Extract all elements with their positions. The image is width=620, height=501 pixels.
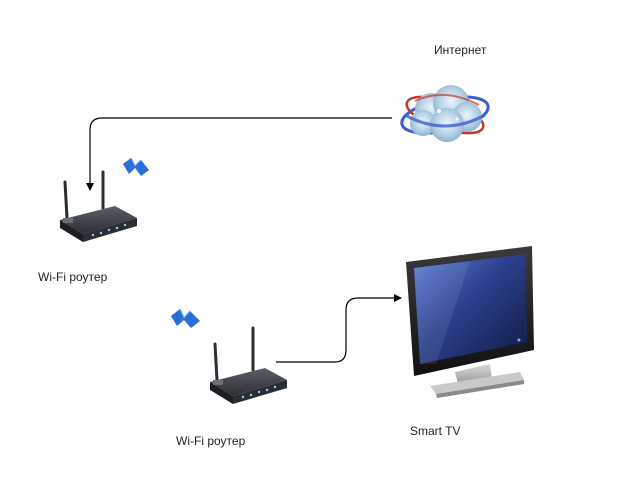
wifi-router-icon	[210, 326, 287, 404]
connection-router-to-tv	[276, 294, 402, 363]
wifi-signal-icon	[171, 308, 200, 328]
cloud-globe-icon	[400, 85, 490, 142]
wifi-signal-icon	[123, 157, 149, 176]
wifi-router-icon	[60, 170, 137, 242]
smart-tv-icon	[406, 246, 534, 398]
smart-tv-label: Smart TV	[410, 424, 461, 438]
router-repeater-label: Wi-Fi роутер	[176, 434, 246, 448]
router-main-label: Wi-Fi роутер	[38, 270, 108, 284]
internet-label: Интернет	[434, 43, 487, 57]
connection-internet-to-router	[86, 117, 392, 191]
